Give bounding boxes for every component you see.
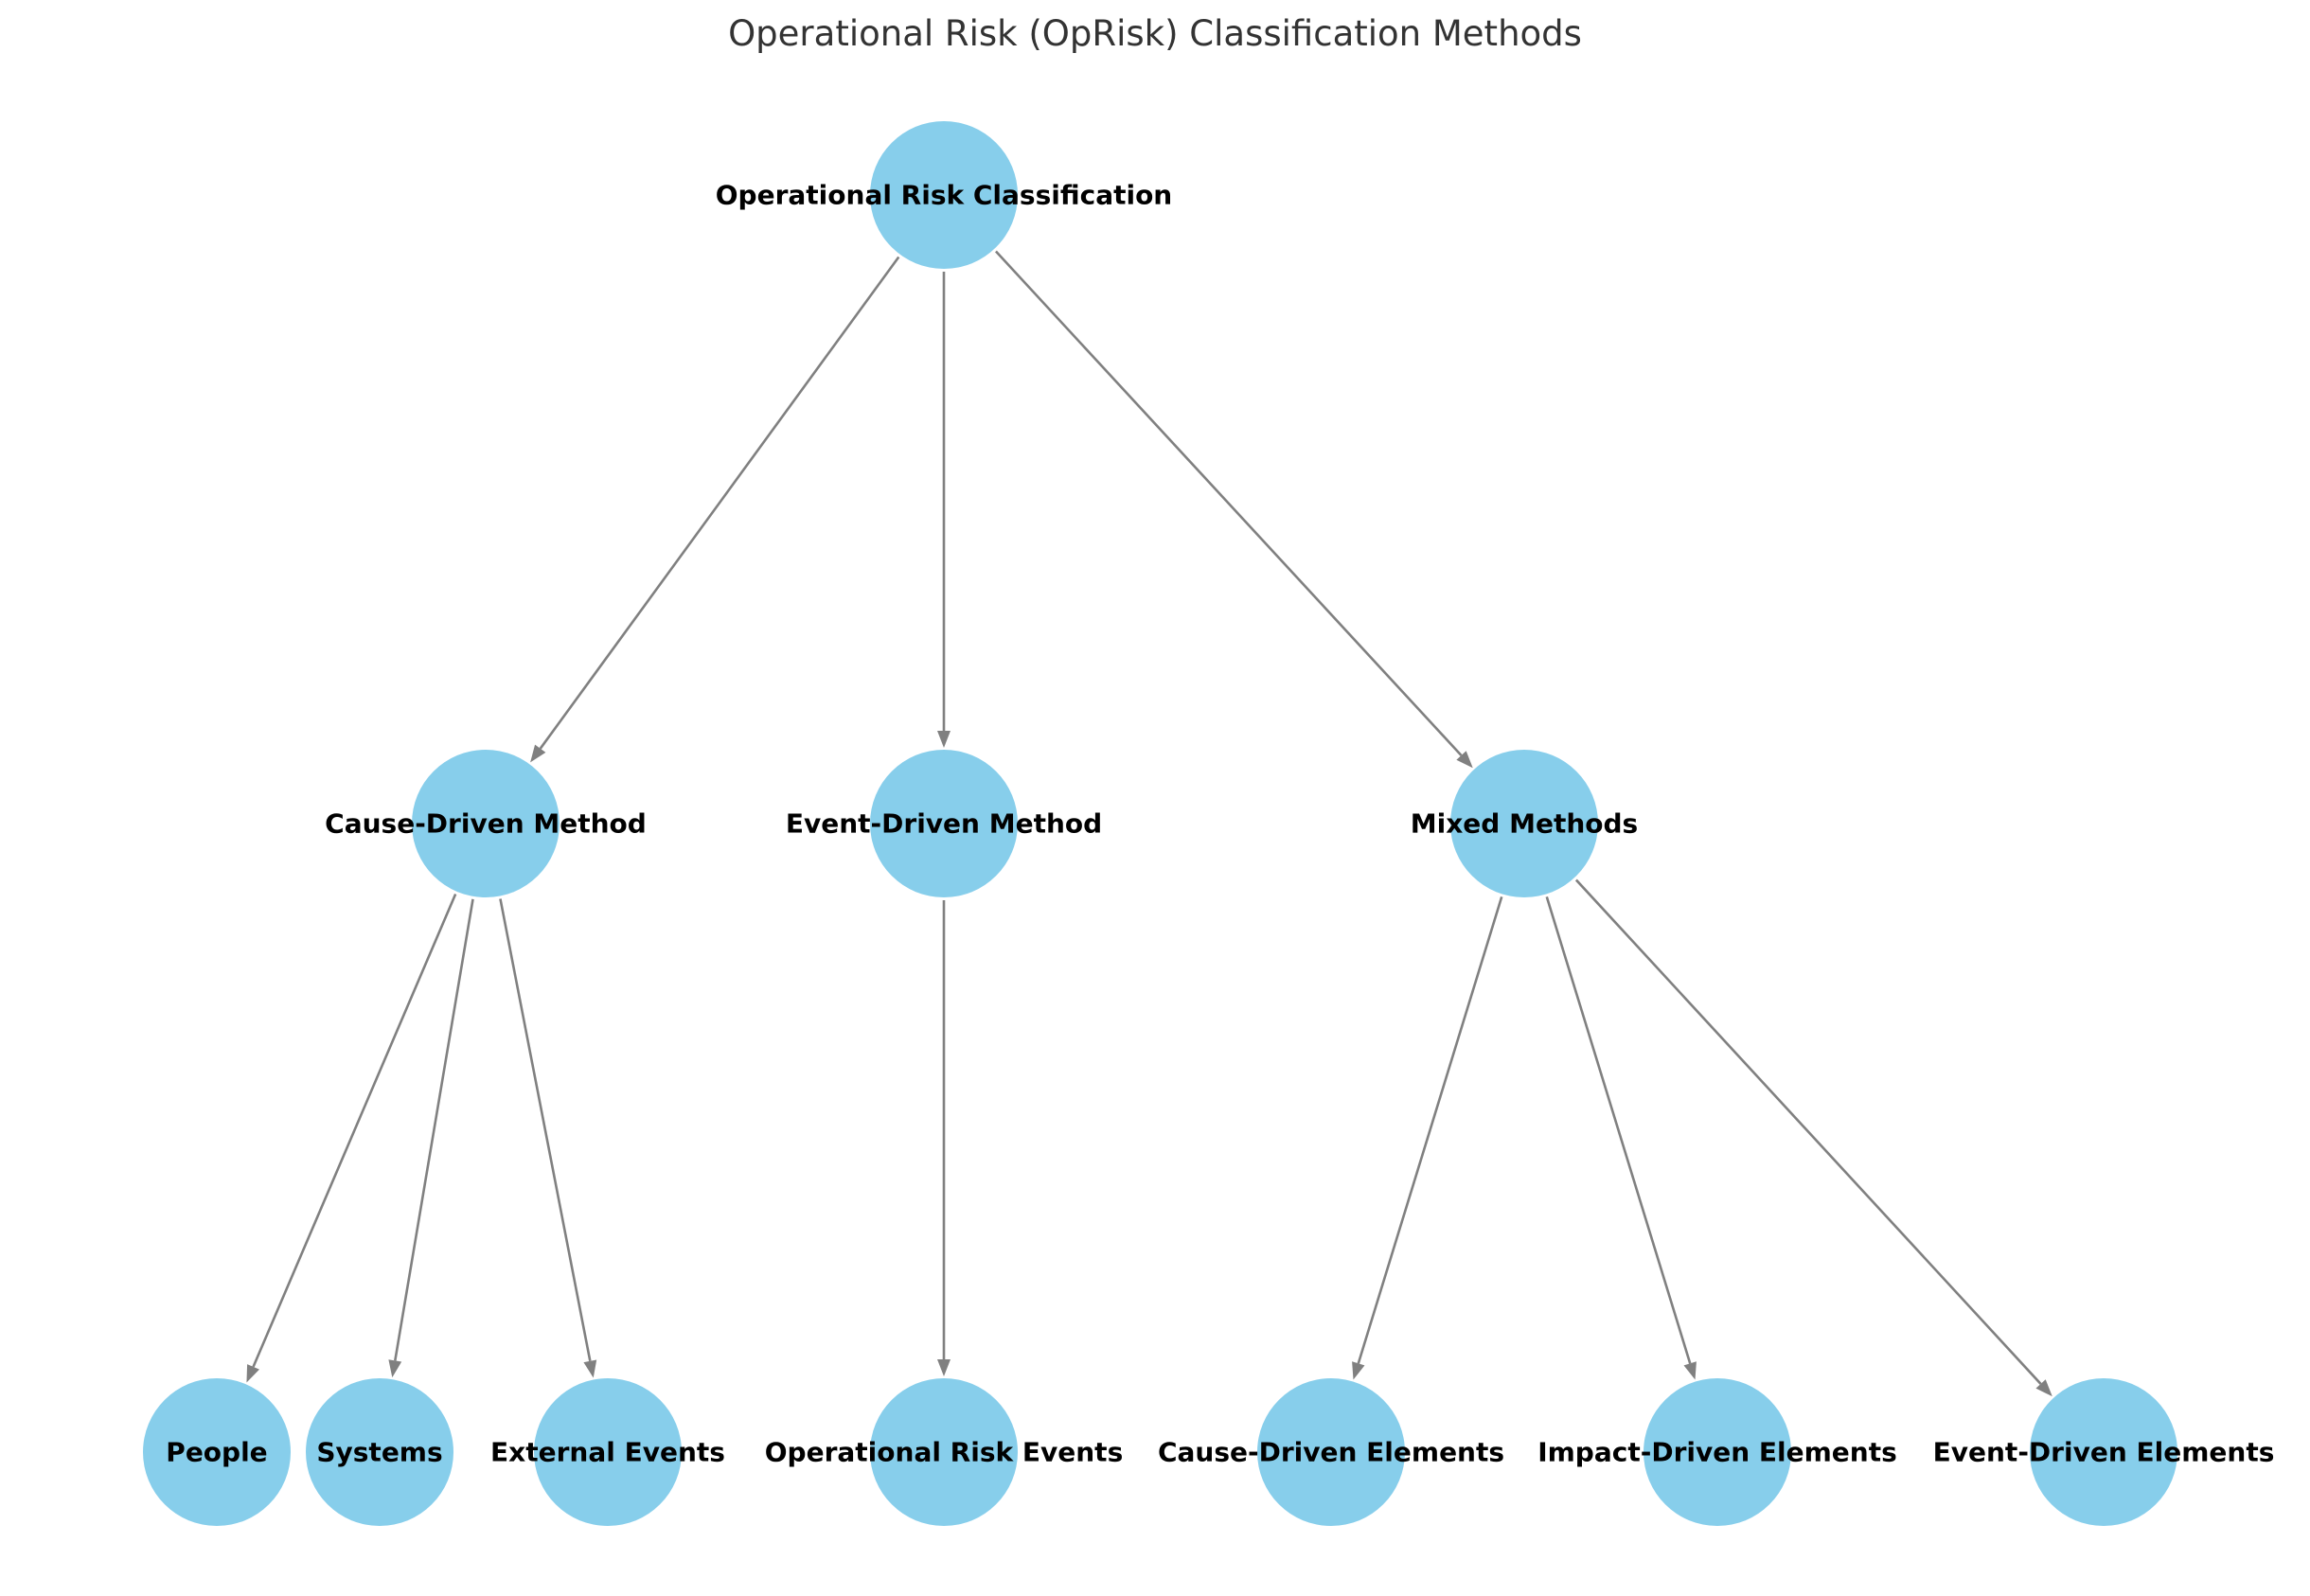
node-mixed-methods-circle: [1450, 750, 1598, 897]
arrowhead-icon: [246, 1364, 259, 1383]
node-impact-driven-elements-circle: [1644, 1378, 1791, 1526]
edge-line: [1357, 896, 1503, 1364]
arrowhead-icon: [530, 744, 546, 763]
node-cause-driven-method-circle: [412, 750, 560, 897]
node-operational-risk-events-label: Operational Risk Events: [765, 1437, 1123, 1468]
node-external-events-label: External Events: [490, 1437, 725, 1468]
node-event-driven-method: Event-Driven Method: [786, 750, 1102, 897]
edge-root-to-mixed: [994, 250, 1473, 769]
edges-layer: [246, 250, 2052, 1397]
arrowhead-icon: [937, 731, 951, 748]
edge-mixed-to-cause_elements: [1352, 896, 1503, 1380]
edge-mixed-to-event_elements: [1574, 878, 2052, 1397]
arrowhead-icon: [1683, 1361, 1697, 1380]
edge-cause_driven-to-people: [246, 893, 457, 1383]
edge-line: [499, 898, 592, 1362]
node-people-circle: [143, 1378, 291, 1526]
node-operational-risk-events-circle: [870, 1378, 1018, 1526]
edge-line: [539, 256, 900, 750]
node-event-driven-elements-circle: [2030, 1378, 2177, 1526]
node-mixed-methods-label: Mixed Methods: [1411, 808, 1638, 840]
node-cause-driven-elements: Cause-Driven Elements: [1158, 1378, 1504, 1526]
edge-line: [994, 250, 1463, 756]
node-event-driven-method-circle: [870, 750, 1018, 897]
node-systems-label: Systems: [316, 1437, 442, 1468]
arrowhead-icon: [1456, 751, 1473, 769]
node-impact-driven-elements-label: Impact-Driven Elements: [1537, 1437, 1897, 1468]
node-systems: Systems: [306, 1378, 453, 1526]
node-cause-driven-elements-label: Cause-Driven Elements: [1158, 1437, 1504, 1468]
node-root-label: Operational Risk Classification: [716, 180, 1173, 211]
edge-line: [394, 898, 474, 1361]
node-external-events: External Events: [490, 1378, 725, 1526]
node-systems-circle: [306, 1378, 453, 1526]
node-cause-driven-elements-circle: [1257, 1378, 1405, 1526]
diagram-title: Operational Risk (OpRisk) Classification…: [728, 13, 1582, 54]
edge-line: [252, 893, 457, 1368]
node-people-label: People: [166, 1437, 267, 1468]
arrowhead-icon: [583, 1359, 597, 1378]
arrowhead-icon: [937, 1359, 951, 1376]
node-root-circle: [870, 121, 1018, 269]
edge-line: [1545, 896, 1692, 1364]
node-external-events-circle: [534, 1378, 682, 1526]
edge-root-to-event_driven: [937, 272, 951, 748]
node-cause-driven-method: Cause-Driven Method: [325, 750, 647, 897]
node-mixed-methods: Mixed Methods: [1411, 750, 1638, 897]
edge-cause_driven-to-systems: [388, 898, 474, 1378]
arrowhead-icon: [1352, 1361, 1365, 1380]
node-event-driven-elements: Event-Driven Elements: [1933, 1378, 2275, 1526]
node-event-driven-elements-label: Event-Driven Elements: [1933, 1437, 2275, 1468]
node-root: Operational Risk Classification: [716, 121, 1173, 269]
edge-line: [1574, 878, 2042, 1385]
node-cause-driven-method-label: Cause-Driven Method: [325, 808, 647, 840]
edge-cause_driven-to-external_events: [499, 898, 597, 1378]
node-impact-driven-elements: Impact-Driven Elements: [1537, 1378, 1897, 1526]
node-people: People: [143, 1378, 291, 1526]
edge-root-to-cause_driven: [530, 256, 900, 763]
edge-event_driven-to-oprisk_events: [937, 900, 951, 1376]
node-operational-risk-events: Operational Risk Events: [765, 1378, 1123, 1526]
edge-mixed-to-impact_elements: [1545, 896, 1697, 1380]
node-event-driven-method-label: Event-Driven Method: [786, 808, 1102, 840]
arrowhead-icon: [388, 1359, 402, 1378]
arrowhead-icon: [2035, 1379, 2052, 1397]
